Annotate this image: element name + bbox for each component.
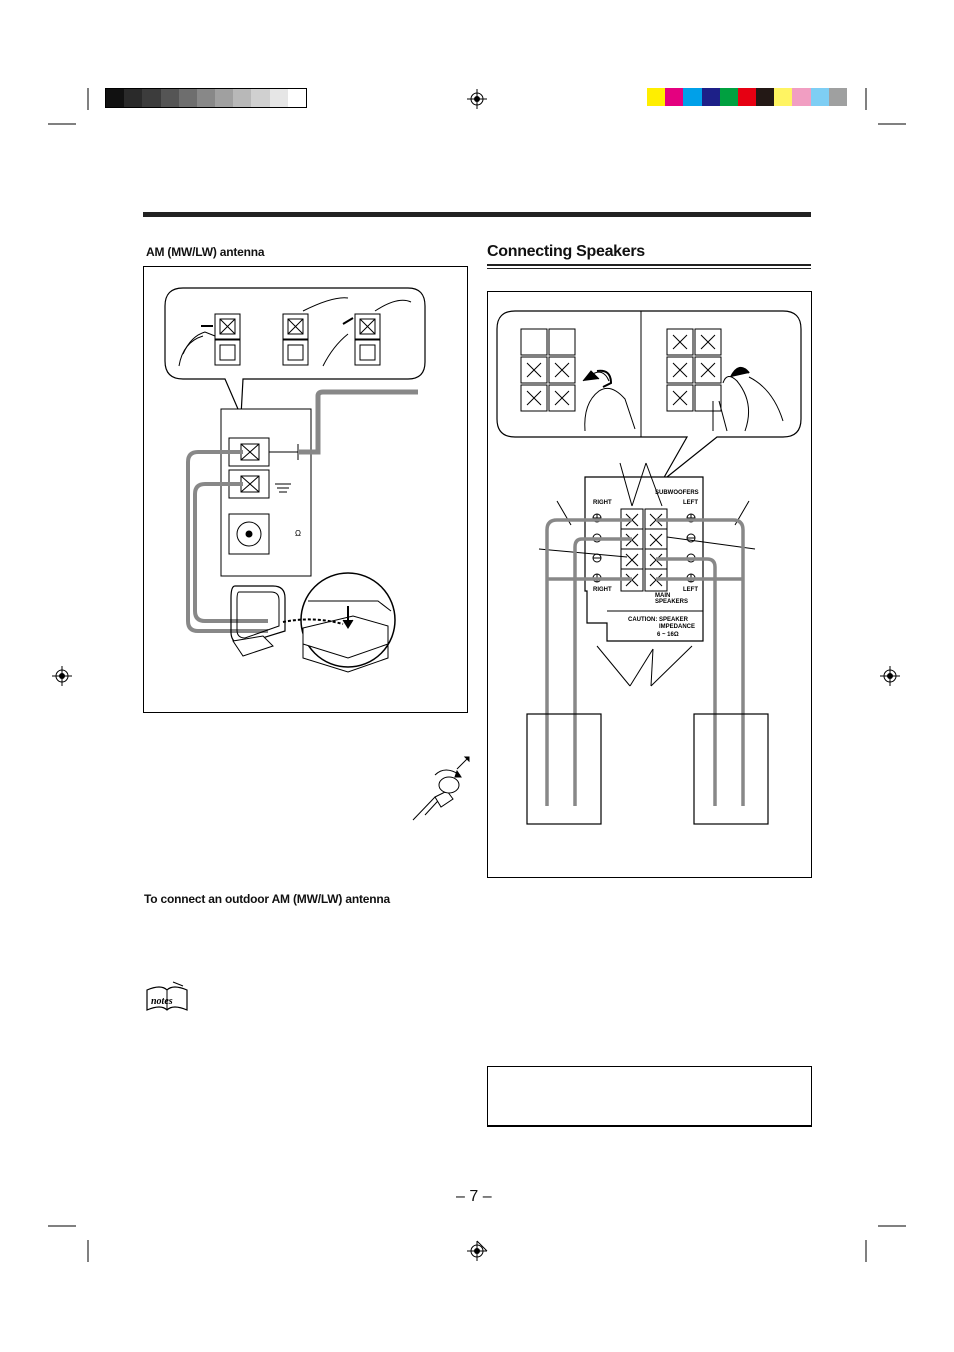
- panel-caution-label: CAUTION: SPEAKER: [628, 617, 689, 623]
- calibration-swatch: [665, 88, 684, 106]
- registration-target-icon: [467, 89, 487, 109]
- ohm-symbol: Ω: [295, 529, 301, 538]
- calibration-swatch: [810, 88, 829, 106]
- am-antenna-illustration: Ω: [164, 287, 426, 673]
- top-rule: [143, 212, 811, 217]
- calibration-swatch: [828, 88, 847, 106]
- calibration-swatch: [774, 88, 793, 106]
- panel-range-label: 6 ~ 16Ω: [657, 632, 679, 638]
- page-number: – 7 –: [456, 1188, 492, 1205]
- notes-icon: notes: [146, 981, 188, 1011]
- calibration-swatch: [160, 89, 179, 107]
- registration-target-icon: [467, 1240, 488, 1261]
- panel-main-label: MAIN: [655, 593, 670, 599]
- registration-target-icon: [52, 666, 72, 686]
- calibration-swatch: [647, 88, 666, 106]
- outdoor-antenna-heading: To connect an outdoor AM (MW/LW) antenna: [144, 892, 390, 906]
- title-underline-thick: [487, 264, 811, 266]
- calibration-swatch: [287, 89, 306, 107]
- connecting-speakers-title: Connecting Speakers: [487, 243, 645, 260]
- panel-subwoofers-label: SUBWOOFERS: [655, 490, 699, 496]
- calibration-swatch: [178, 89, 197, 107]
- grayscale-calibration-bar: [105, 88, 307, 108]
- left-speaker: [526, 713, 602, 825]
- panel-left-bottom-label: LEFT: [683, 587, 698, 593]
- am-antenna-figure: [143, 266, 468, 713]
- color-calibration-bar: [647, 88, 847, 106]
- panel-impedance-label: IMPEDANCE: [659, 624, 695, 630]
- am-antenna-heading: AM (MW/LW) antenna: [146, 245, 265, 259]
- title-underline-thin: [487, 268, 811, 269]
- panel-right-top-label: RIGHT: [593, 500, 612, 506]
- registration-target-icon: [880, 666, 900, 686]
- calibration-swatch: [196, 89, 216, 107]
- calibration-swatch: [701, 88, 720, 106]
- calibration-swatch: [683, 88, 702, 106]
- speaker-illustration: SUBWOOFERS RIGHT LEFT RIGHT LEFT MAIN SP…: [496, 310, 802, 825]
- calibration-swatch: [719, 88, 738, 106]
- panel-speakers-label: SPEAKERS: [655, 599, 688, 605]
- calibration-swatch: [737, 88, 757, 106]
- calibration-swatch: [215, 89, 234, 107]
- calibration-swatch: [756, 88, 775, 106]
- speaker-connection-figure: [487, 291, 812, 878]
- caution-box: [487, 1066, 812, 1127]
- calibration-swatch: [106, 89, 125, 107]
- calibration-swatch: [124, 89, 143, 107]
- calibration-swatch: [269, 89, 288, 107]
- calibration-swatch: [251, 89, 270, 107]
- calibration-swatch: [233, 89, 252, 107]
- antenna-knob-icon: [412, 756, 470, 821]
- panel-left-top-label: LEFT: [683, 500, 698, 506]
- panel-right-bottom-label: RIGHT: [593, 587, 612, 593]
- calibration-swatch: [792, 88, 811, 106]
- calibration-swatch: [142, 89, 161, 107]
- right-speaker: [693, 713, 769, 825]
- svg-text:notes: notes: [151, 996, 173, 1007]
